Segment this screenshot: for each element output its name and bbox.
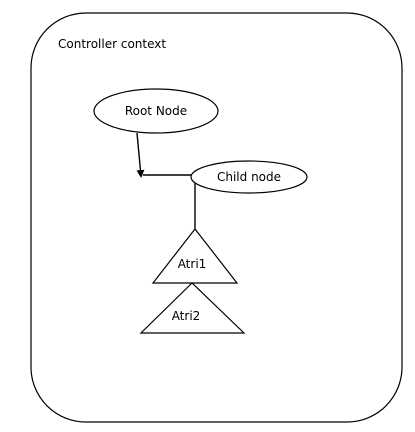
attribute-2-label: Atri2 xyxy=(172,309,201,323)
attribute-2-triangle xyxy=(139,282,246,334)
attribute-1-label: Atri1 xyxy=(178,257,207,271)
root-node-ellipse xyxy=(93,88,219,134)
controller-context-label: Controller context xyxy=(58,37,166,51)
child-node-label: Child node xyxy=(217,170,281,184)
child-node-ellipse xyxy=(190,160,308,194)
root-to-child-arrow xyxy=(136,132,145,178)
root-node-label: Root Node xyxy=(125,104,187,118)
controller-context-frame xyxy=(30,12,403,423)
attribute-1-triangle xyxy=(151,228,239,284)
